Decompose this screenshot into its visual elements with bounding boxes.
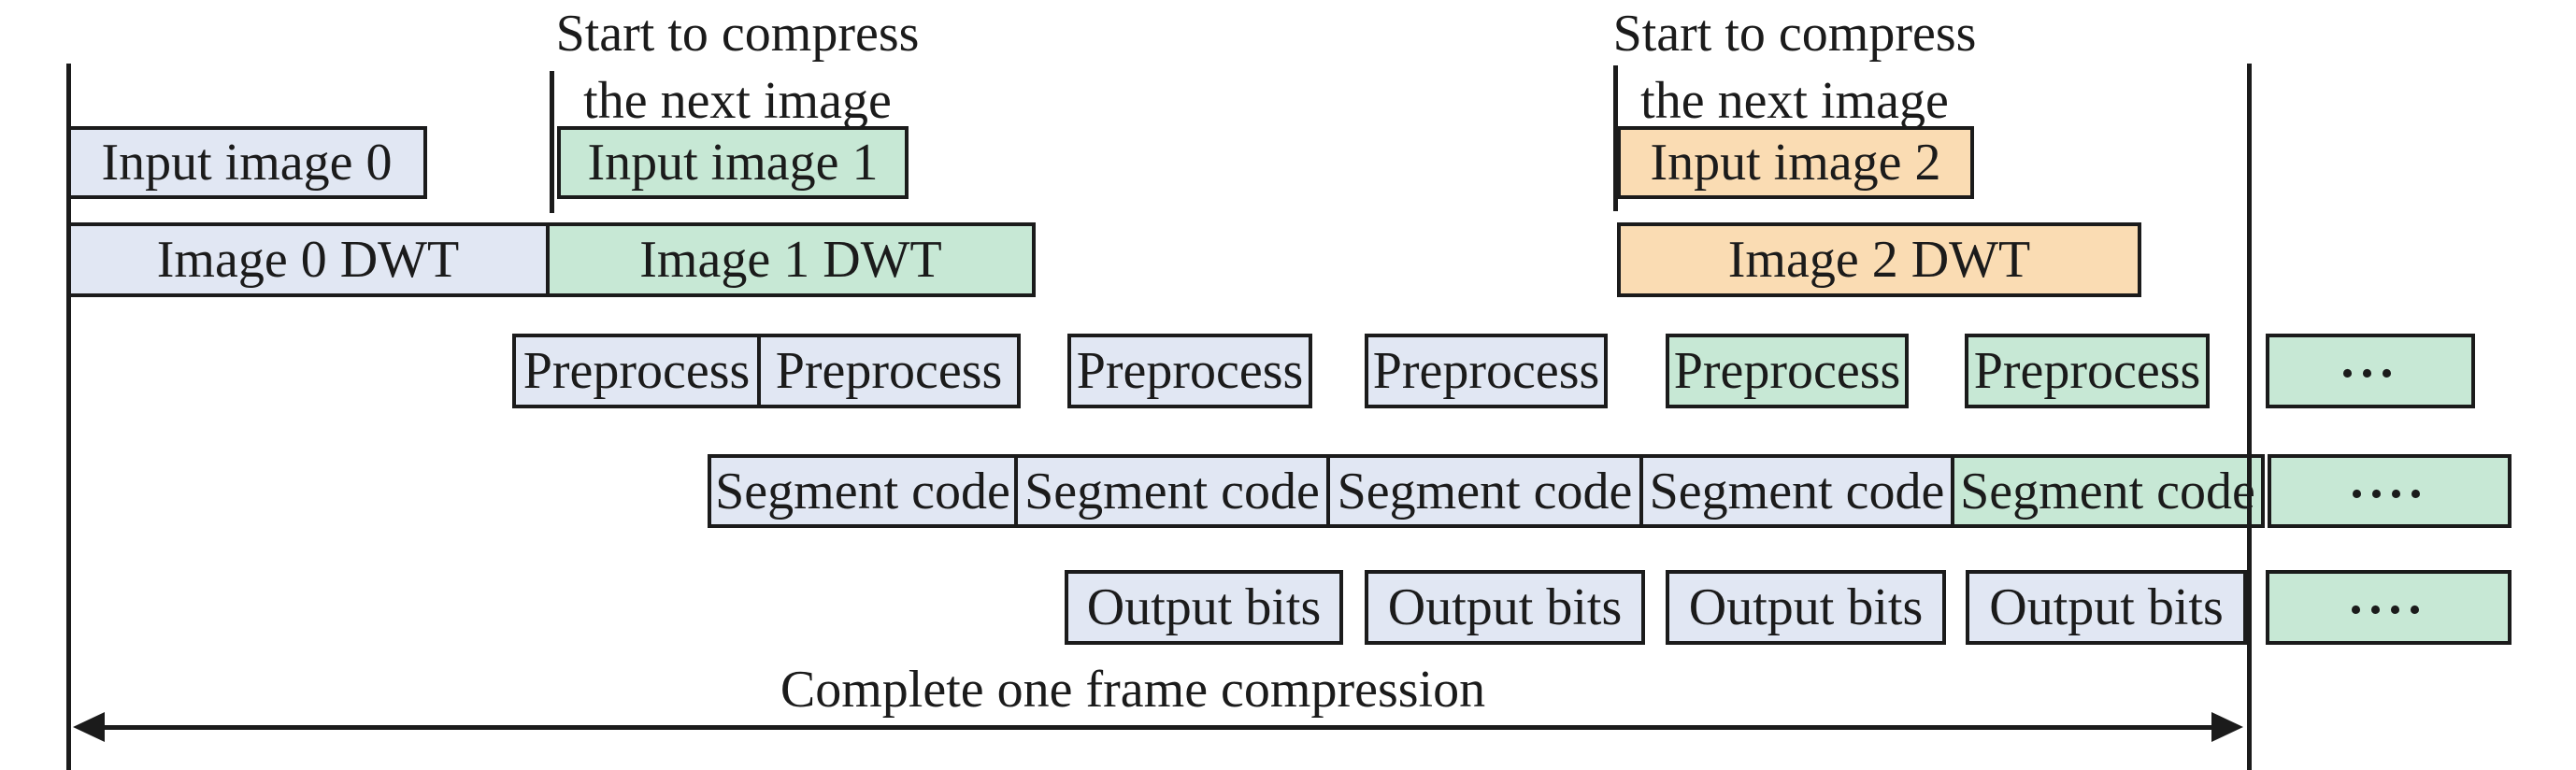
segment-ellipsis-box: ....: [2268, 454, 2512, 528]
start-compress-label-1-line2: the next image: [583, 72, 892, 130]
output-bits-box-3-label: Output bits: [1688, 578, 1924, 636]
image-1-dwt-box: Image 1 DWT: [546, 222, 1036, 297]
frame-start-line: [66, 64, 71, 770]
segment-code-box-3: Segment code: [1326, 454, 1643, 528]
preprocess-box-3: Preprocess: [1067, 334, 1312, 408]
start-compress-label-1-line1: Start to compress: [555, 5, 920, 63]
image-1-dwt-box-label: Image 1 DWT: [639, 231, 942, 289]
image-2-dwt-box: Image 2 DWT: [1617, 222, 2141, 297]
start-compress-label-2-line2: the next image: [1640, 72, 1949, 130]
output-ellipsis-box-label: ....: [2349, 567, 2428, 625]
preprocess-box-5-label: Preprocess: [1673, 342, 1901, 400]
image-0-dwt-box-label: Image 0 DWT: [156, 231, 460, 289]
image-2-dwt-box-label: Image 2 DWT: [1727, 231, 2031, 289]
input-image-0-box: Input image 0: [66, 126, 427, 199]
preprocess-box-3-label: Preprocess: [1076, 342, 1304, 400]
frame-span-arrow-line: [92, 725, 2225, 730]
input-image-1-box: Input image 1: [557, 126, 909, 199]
input-image-2-box: Input image 2: [1617, 126, 1974, 199]
segment-ellipsis-box-label: ....: [2350, 450, 2429, 509]
segment-code-box-5-label: Segment code: [1960, 462, 2255, 520]
segment-code-box-1-label: Segment code: [715, 462, 1010, 520]
next-image-line-second: [1613, 65, 1618, 211]
frame-end-line: [2247, 64, 2252, 770]
preprocess-box-1-label: Preprocess: [522, 342, 751, 400]
output-bits-box-2-label: Output bits: [1387, 578, 1623, 636]
segment-code-box-2-label: Segment code: [1024, 462, 1320, 520]
segment-code-box-4-label: Segment code: [1649, 462, 1945, 520]
input-image-0-box-label: Input image 0: [101, 134, 393, 192]
preprocess-box-4-label: Preprocess: [1372, 342, 1600, 400]
preprocess-box-2-label: Preprocess: [775, 342, 1003, 400]
preprocess-box-5: Preprocess: [1666, 334, 1909, 408]
frame-compression-label: Complete one frame compression: [780, 661, 1486, 719]
next-image-line-first: [550, 71, 554, 213]
preprocess-box-6: Preprocess: [1965, 334, 2210, 408]
preprocess-box-4: Preprocess: [1365, 334, 1608, 408]
input-image-2-box-label: Input image 2: [1650, 134, 1941, 192]
segment-code-box-3-label: Segment code: [1337, 462, 1633, 520]
output-bits-box-4: Output bits: [1966, 570, 2247, 645]
segment-code-box-5: Segment code: [1951, 454, 2265, 528]
output-bits-box-3: Output bits: [1666, 570, 1946, 645]
preprocess-box-2: Preprocess: [757, 334, 1021, 408]
output-bits-box-1: Output bits: [1065, 570, 1343, 645]
start-compress-label-2: Start to compress the next image: [1613, 0, 1977, 135]
arrow-right-head-icon: [2211, 712, 2243, 742]
segment-code-box-1: Segment code: [708, 454, 1018, 528]
preprocess-box-1: Preprocess: [512, 334, 761, 408]
preprocess-ellipsis-box-label: ...: [2340, 331, 2400, 389]
preprocess-box-6-label: Preprocess: [1973, 342, 2201, 400]
start-compress-label-1: Start to compress the next image: [556, 0, 920, 135]
output-bits-box-1-label: Output bits: [1086, 578, 1322, 636]
preprocess-ellipsis-box: ...: [2266, 334, 2475, 408]
input-image-1-box-label: Input image 1: [587, 134, 879, 192]
start-compress-label-2-line1: Start to compress: [1612, 5, 1977, 63]
arrow-left-head-icon: [73, 712, 105, 742]
output-bits-box-2: Output bits: [1365, 570, 1645, 645]
image-0-dwt-box: Image 0 DWT: [66, 222, 550, 297]
output-ellipsis-box: ....: [2266, 570, 2512, 645]
segment-code-box-4: Segment code: [1639, 454, 1954, 528]
segment-code-box-2: Segment code: [1014, 454, 1330, 528]
output-bits-box-4-label: Output bits: [1989, 578, 2224, 636]
